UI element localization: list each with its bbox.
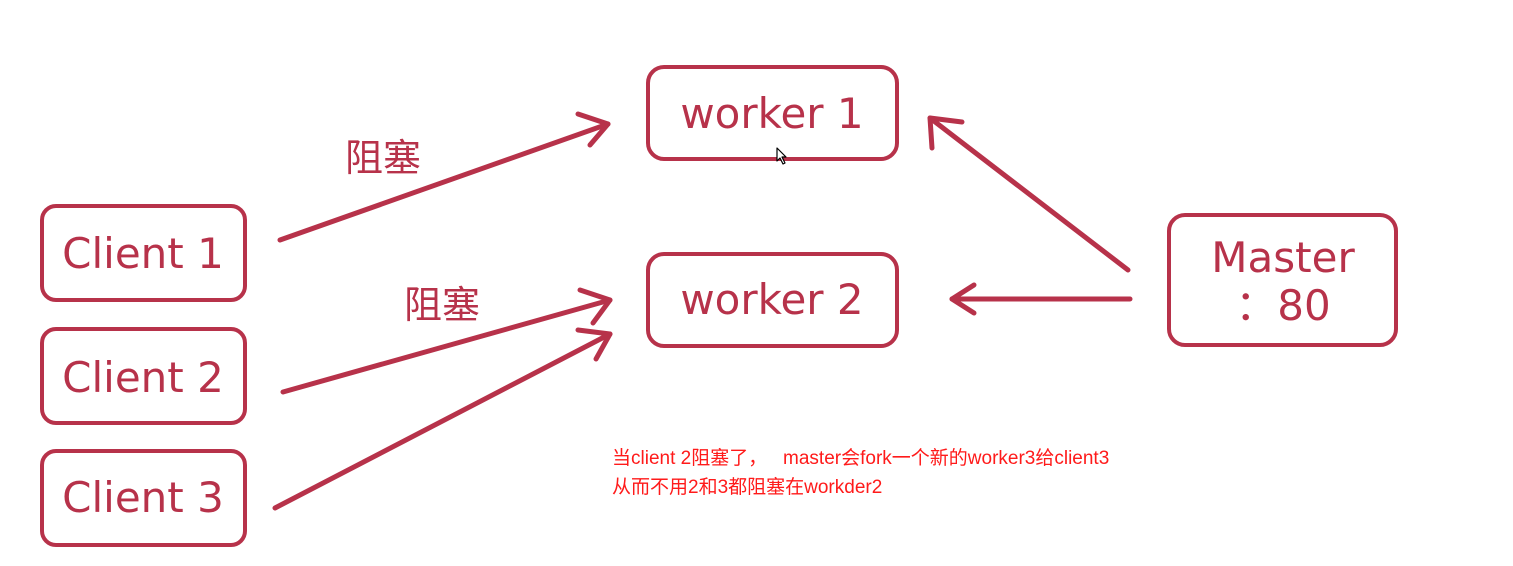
edge-label-client1-worker1: 阻塞 bbox=[345, 136, 421, 180]
annotation-note-line1: 当client 2阻塞了， master会fork一个新的worker3给cli… bbox=[612, 448, 1110, 469]
node-worker1-label: worker 1 bbox=[680, 89, 863, 138]
annotation-note: 当client 2阻塞了， master会fork一个新的worker3给cli… bbox=[612, 444, 1109, 502]
node-worker1: worker 1 bbox=[646, 65, 899, 161]
edge-client1-worker1 bbox=[277, 111, 611, 243]
node-client1: Client 1 bbox=[40, 204, 247, 302]
edge-client3-worker2 bbox=[272, 327, 613, 511]
node-master-label: Master bbox=[1211, 233, 1355, 282]
node-client1-label: Client 1 bbox=[62, 229, 224, 278]
node-worker2: worker 2 bbox=[646, 252, 899, 348]
edge-label-client2-worker2: 阻塞 bbox=[404, 283, 480, 327]
node-master: Master ：80 bbox=[1167, 213, 1398, 347]
node-master-port: ：80 bbox=[1235, 281, 1330, 330]
node-client2: Client 2 bbox=[40, 327, 247, 425]
node-client2-label: Client 2 bbox=[62, 353, 224, 402]
node-worker2-label: worker 2 bbox=[680, 275, 863, 324]
node-client3: Client 3 bbox=[40, 449, 247, 547]
mouse-cursor-icon bbox=[776, 147, 787, 165]
annotation-note-line2: 从而不用2和3都阻塞在workder2 bbox=[612, 477, 883, 498]
node-client3-label: Client 3 bbox=[62, 473, 224, 522]
edge-master-worker1 bbox=[927, 115, 1131, 273]
edge-client2-worker2 bbox=[280, 287, 613, 395]
edge-master-worker2 bbox=[949, 282, 1133, 316]
